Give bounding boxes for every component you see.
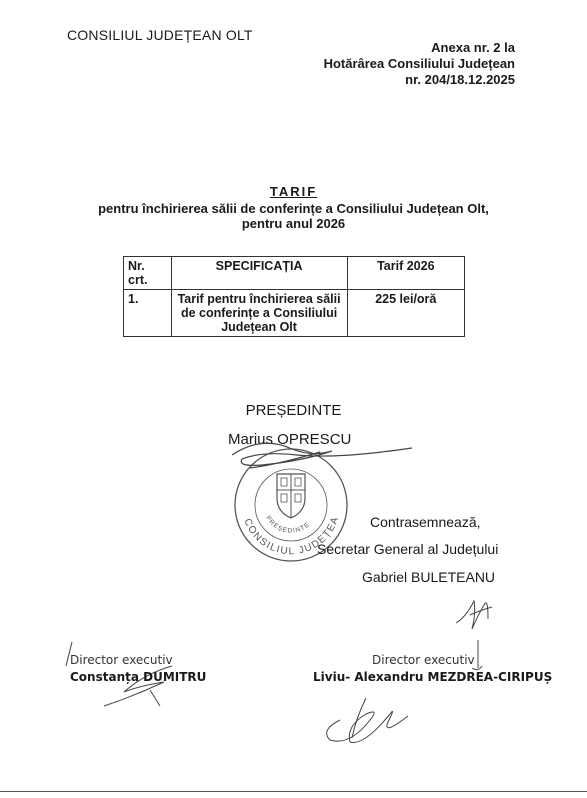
right-director-name: Liviu- Alexandru MEZDREA-CIRIPUȘ xyxy=(313,670,553,684)
left-director-signature xyxy=(65,641,173,707)
secretary-signature xyxy=(455,599,493,630)
stamp-inner-text: PREȘEDINTE xyxy=(264,515,311,535)
countersign-name: Gabriel BULETEANU xyxy=(362,569,496,585)
table-row: 1. Tarif pentru închirierea sălii de con… xyxy=(123,289,466,337)
annex-line-3: nr. 204/18.12.2025 xyxy=(405,72,515,87)
left-director-title: Director executiv xyxy=(70,653,173,667)
right-director-signature xyxy=(326,640,483,743)
document-subtitle: pentru închirierea sălii de conferințe a… xyxy=(0,201,587,231)
president-signature xyxy=(231,442,413,469)
subtitle-line-1: pentru închirierea sălii de conferințe a… xyxy=(98,201,489,216)
president-role: PREȘEDINTE xyxy=(245,402,342,419)
annex-line-2: Hotărârea Consiliului Județean xyxy=(323,56,515,71)
cell-tarif: 225 lei/oră xyxy=(346,289,466,337)
subtitle-line-2: pentru anul 2026 xyxy=(241,216,346,231)
annex-line-1: Anexa nr. 2 la xyxy=(431,40,515,55)
page-bottom-divider xyxy=(0,791,587,792)
right-director-title: Director executiv xyxy=(372,653,475,667)
cell-spec: Tarif pentru închirierea sălii de confer… xyxy=(170,289,348,337)
countersign-label: Contrasemnează, xyxy=(370,514,481,530)
left-director-name: Constanța DUMITRU xyxy=(70,670,207,684)
document-title: TARIF xyxy=(0,184,587,199)
title-main: TARIF xyxy=(269,184,318,199)
annex-reference: Anexa nr. 2 la Hotărârea Consiliului Jud… xyxy=(300,40,515,88)
cell-nr: 1. xyxy=(123,289,172,337)
countersign-role: Secretar General al Județului xyxy=(317,541,499,557)
tariff-table: Nr. crt. SPECIFICAȚIA Tarif 2026 1. Tari… xyxy=(123,256,466,337)
institution-name: CONSILIUL JUDEȚEAN OLT xyxy=(67,27,253,43)
